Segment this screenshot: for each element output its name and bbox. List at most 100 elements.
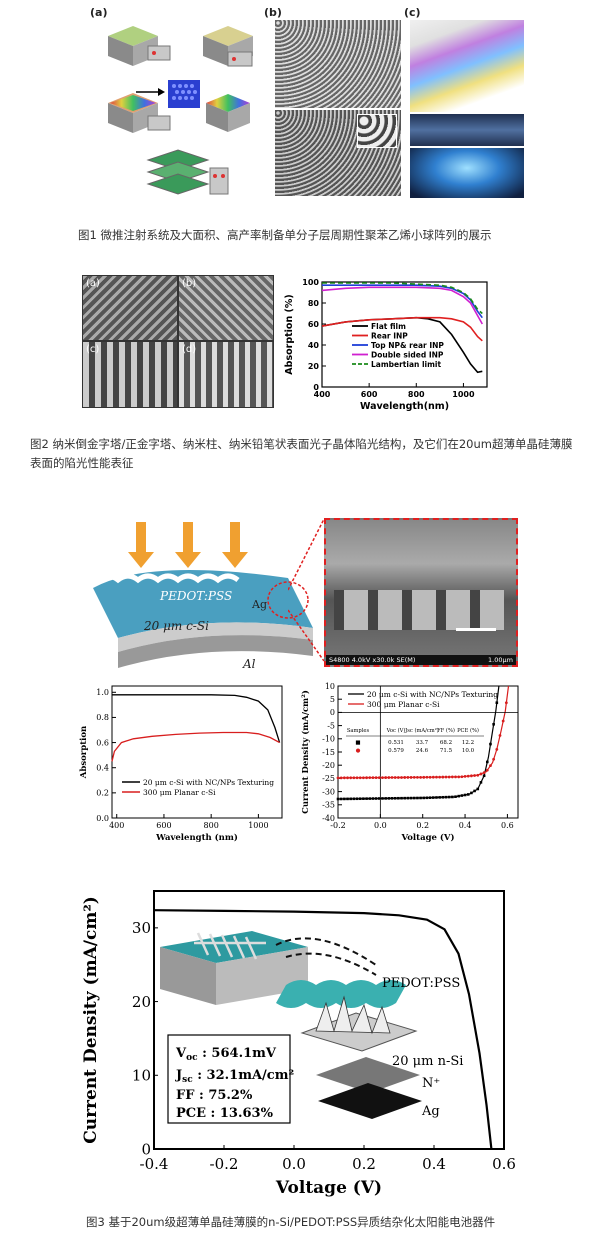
y-tick-label-3: 30 xyxy=(132,919,151,937)
y-tick-label-2: 20 xyxy=(132,993,151,1011)
y-tick-label-8: 0 xyxy=(330,708,335,717)
y-tick-label-9: 5 xyxy=(330,695,335,704)
x-tick-label-5: 0.6 xyxy=(492,1155,516,1173)
y-tick-label-5: -15 xyxy=(322,748,335,757)
fig3-pedot-label: PEDOT:PSS xyxy=(159,589,232,603)
fig1-panel-c-label: (c) xyxy=(404,6,421,19)
x-tick-label-0: 400 xyxy=(314,390,331,399)
nsi-texture xyxy=(315,995,391,1035)
x-tick-label-1: 0.0 xyxy=(374,821,387,830)
table-header-4: PCE (%) xyxy=(457,727,479,734)
finger-grid-2 xyxy=(220,934,234,958)
fig3-scale-bar xyxy=(456,628,496,631)
y-tick-label-7: -5 xyxy=(327,721,335,730)
fig1: (a) (b) (c) xyxy=(88,4,528,204)
fig1-panel-b-label: (b) xyxy=(264,6,282,19)
fig1-panel-a-label: (a) xyxy=(90,6,108,19)
big-pedot-label: PEDOT:PSS xyxy=(382,976,460,991)
fig3-sem-footer: S4800 4.0kV x30.0k SE(M) 1.00μm xyxy=(326,655,516,665)
fig1-sem-inset xyxy=(357,114,397,148)
series-line-0 xyxy=(112,694,281,743)
fig2-panel-d-label: (d) xyxy=(182,344,197,355)
x-axis-label: Wavelength (nm) xyxy=(155,832,238,843)
y-tick-label-4: 0.8 xyxy=(96,713,109,722)
y-tick-label-4: -20 xyxy=(322,761,335,770)
series-line-2 xyxy=(322,284,483,319)
fig2-sem-d: (d) xyxy=(179,342,273,407)
series-line-0 xyxy=(153,909,493,1150)
plot-frame xyxy=(111,685,283,819)
big-nsi-label: 20 μm n-Si xyxy=(392,1054,463,1069)
legend-entry-3: Double sided INP xyxy=(371,351,444,360)
y-axis-label: Current Density (mA/cm²) xyxy=(300,690,311,814)
legend-entry-1: 300 μm Planar c-Si xyxy=(143,788,216,797)
fig3-si-label: 20 μm c-Si xyxy=(143,619,209,633)
fig2-sem-b: (b) xyxy=(179,276,273,340)
legend-entry-0: 20 μm c-Si with NC/NPs Texturing xyxy=(367,690,498,699)
x-tick-label-2: 800 xyxy=(408,390,425,399)
fig3-device-schematic: PEDOT:PSS Ag 20 μm c-Si Al xyxy=(93,522,313,668)
y-axis-label: Absorption (%) xyxy=(284,294,295,374)
nplus-layer xyxy=(316,1057,420,1093)
series-line-1 xyxy=(321,316,483,342)
y-tick-label-0: -40 xyxy=(322,814,335,823)
y-tick-label-0: 0 xyxy=(141,1140,151,1158)
fig3-caption: 图3 基于20um级超薄单晶硅薄膜的n-Si/PEDOT:PSS异质结杂化太阳能… xyxy=(86,1215,496,1229)
x-tick-label-3: 1000 xyxy=(452,390,475,399)
x-tick-label-1: 600 xyxy=(156,821,171,830)
fig2-caption-line1: 图2 纳米倒金字塔/正金字塔、纳米柱、纳米铅笔状表面光子晶体陷光结构，及它们在2… xyxy=(30,437,573,451)
y-axis-label: Current Density (mA/cm²) xyxy=(81,896,101,1144)
x-tick-label-0: 400 xyxy=(109,821,124,830)
ag-layer xyxy=(318,1083,422,1119)
fig3-al-label: Al xyxy=(242,657,256,668)
legend-entry-4: Lambertian limit xyxy=(371,360,442,369)
fig3-sem-footer-left: S4800 4.0kV x30.0k SE(M) xyxy=(329,656,416,664)
device-side-left xyxy=(160,947,216,1005)
table-cell-1-0: ● xyxy=(356,748,361,754)
y-axis-label: Absorption xyxy=(79,726,89,779)
legend-entry-0: 20 μm c-Si with NC/NPs Texturing xyxy=(143,778,274,787)
x-tick-label-3: 1000 xyxy=(248,821,268,830)
zoom-dashed-1 xyxy=(275,937,377,966)
y-tick-label-4: 80 xyxy=(308,299,320,308)
table-cell-0-3: 68.2 xyxy=(440,740,452,746)
x-tick-label-1: 600 xyxy=(361,390,378,399)
fig3-ag-label: Ag xyxy=(251,598,267,611)
y-tick-label-3: -25 xyxy=(322,774,335,783)
x-tick-label-3: 0.4 xyxy=(459,821,472,830)
x-tick-label-1: -0.2 xyxy=(210,1155,239,1173)
fig1-sem-bottom xyxy=(275,110,401,196)
y-tick-label-1: -35 xyxy=(322,801,335,810)
x-tick-label-0: -0.2 xyxy=(330,821,345,830)
y-tick-label-2: -30 xyxy=(322,787,335,796)
y-tick-label-1: 0.2 xyxy=(96,789,109,798)
fig3-sem-crosssection: S4800 4.0kV x30.0k SE(M) 1.00μm xyxy=(324,518,518,667)
fig2-panel-a-label: (a) xyxy=(86,278,100,289)
y-tick-label-1: 20 xyxy=(308,362,320,371)
x-axis-label: Voltage (V) xyxy=(400,832,454,843)
big-ag-label: Ag xyxy=(421,1104,440,1119)
legend-box xyxy=(167,1034,291,1124)
series-line-4 xyxy=(322,282,483,315)
legend-entry-2: Top NP& rear INP xyxy=(371,341,444,350)
finger-grid-3 xyxy=(232,935,246,959)
y-tick-label-1: 10 xyxy=(132,1067,151,1085)
fig2-sem-c: (c) xyxy=(83,342,177,407)
y-tick-label-5: 100 xyxy=(302,278,319,287)
y-tick-label-2: 0.4 xyxy=(96,764,109,773)
fig2-sem-grid: (a) (b) (c) (d) xyxy=(82,275,274,408)
x-axis-label: Voltage (V) xyxy=(275,1178,382,1198)
big-nplus-label: N⁺ xyxy=(422,1076,440,1091)
table-header-0: Samples xyxy=(347,728,370,734)
fig3-zoom-lines xyxy=(288,518,325,662)
table-cell-1-2: 24.6 xyxy=(416,748,429,754)
fig2-panel-c-label: (c) xyxy=(86,344,100,355)
fig2-caption-line2: 表面的陷光性能表征 xyxy=(30,456,134,470)
table-cell-1-1: 0.579 xyxy=(388,748,404,754)
x-tick-label-2: 800 xyxy=(204,821,219,830)
y-tick-label-10: 10 xyxy=(325,682,335,691)
table-cell-0-0: ■ xyxy=(355,740,360,746)
legend-param-3: PCE : 13.63% xyxy=(176,1106,274,1121)
